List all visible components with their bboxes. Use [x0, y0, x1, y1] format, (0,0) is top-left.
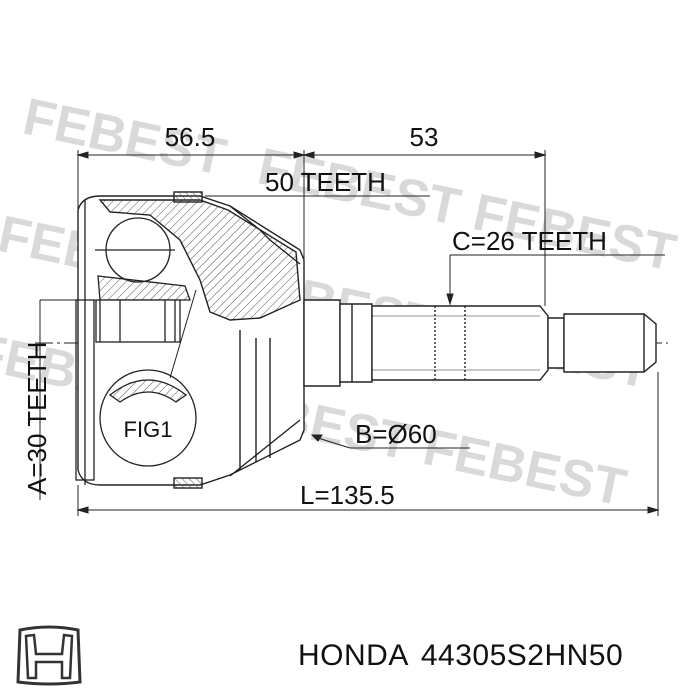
shaft-teeth-label: C=26 TEETH	[452, 226, 607, 256]
part-caption: HONDA 44305S2HN50	[298, 639, 635, 673]
caption-bar: HONDA 44305S2HN50	[0, 622, 700, 692]
outer-teeth-label: 50 TEETH	[265, 167, 386, 197]
honda-h-logo-icon	[16, 625, 82, 686]
total-length-label: L=135.5	[300, 480, 395, 510]
inner-teeth-label: A=30 TEETH	[22, 342, 52, 495]
fig1-label: FIG1	[124, 417, 173, 442]
fig1-detail: FIG1	[99, 289, 197, 467]
part-number: 44305S2HN50	[420, 639, 624, 672]
watermark-text: FEBEST	[418, 418, 631, 517]
brand-name: HONDA	[298, 639, 409, 672]
diameter-label: B=Ø60	[355, 419, 437, 449]
shaft	[303, 299, 657, 387]
inner-race	[75, 200, 191, 485]
dim-53-label: 53	[410, 122, 439, 152]
dim-56-5-label: 56.5	[165, 122, 216, 152]
dimension-labels: 56.5 53 50 TEETH C=26 TEETH B=Ø60 L=135.…	[22, 122, 607, 510]
dimension-lines	[39, 150, 665, 516]
